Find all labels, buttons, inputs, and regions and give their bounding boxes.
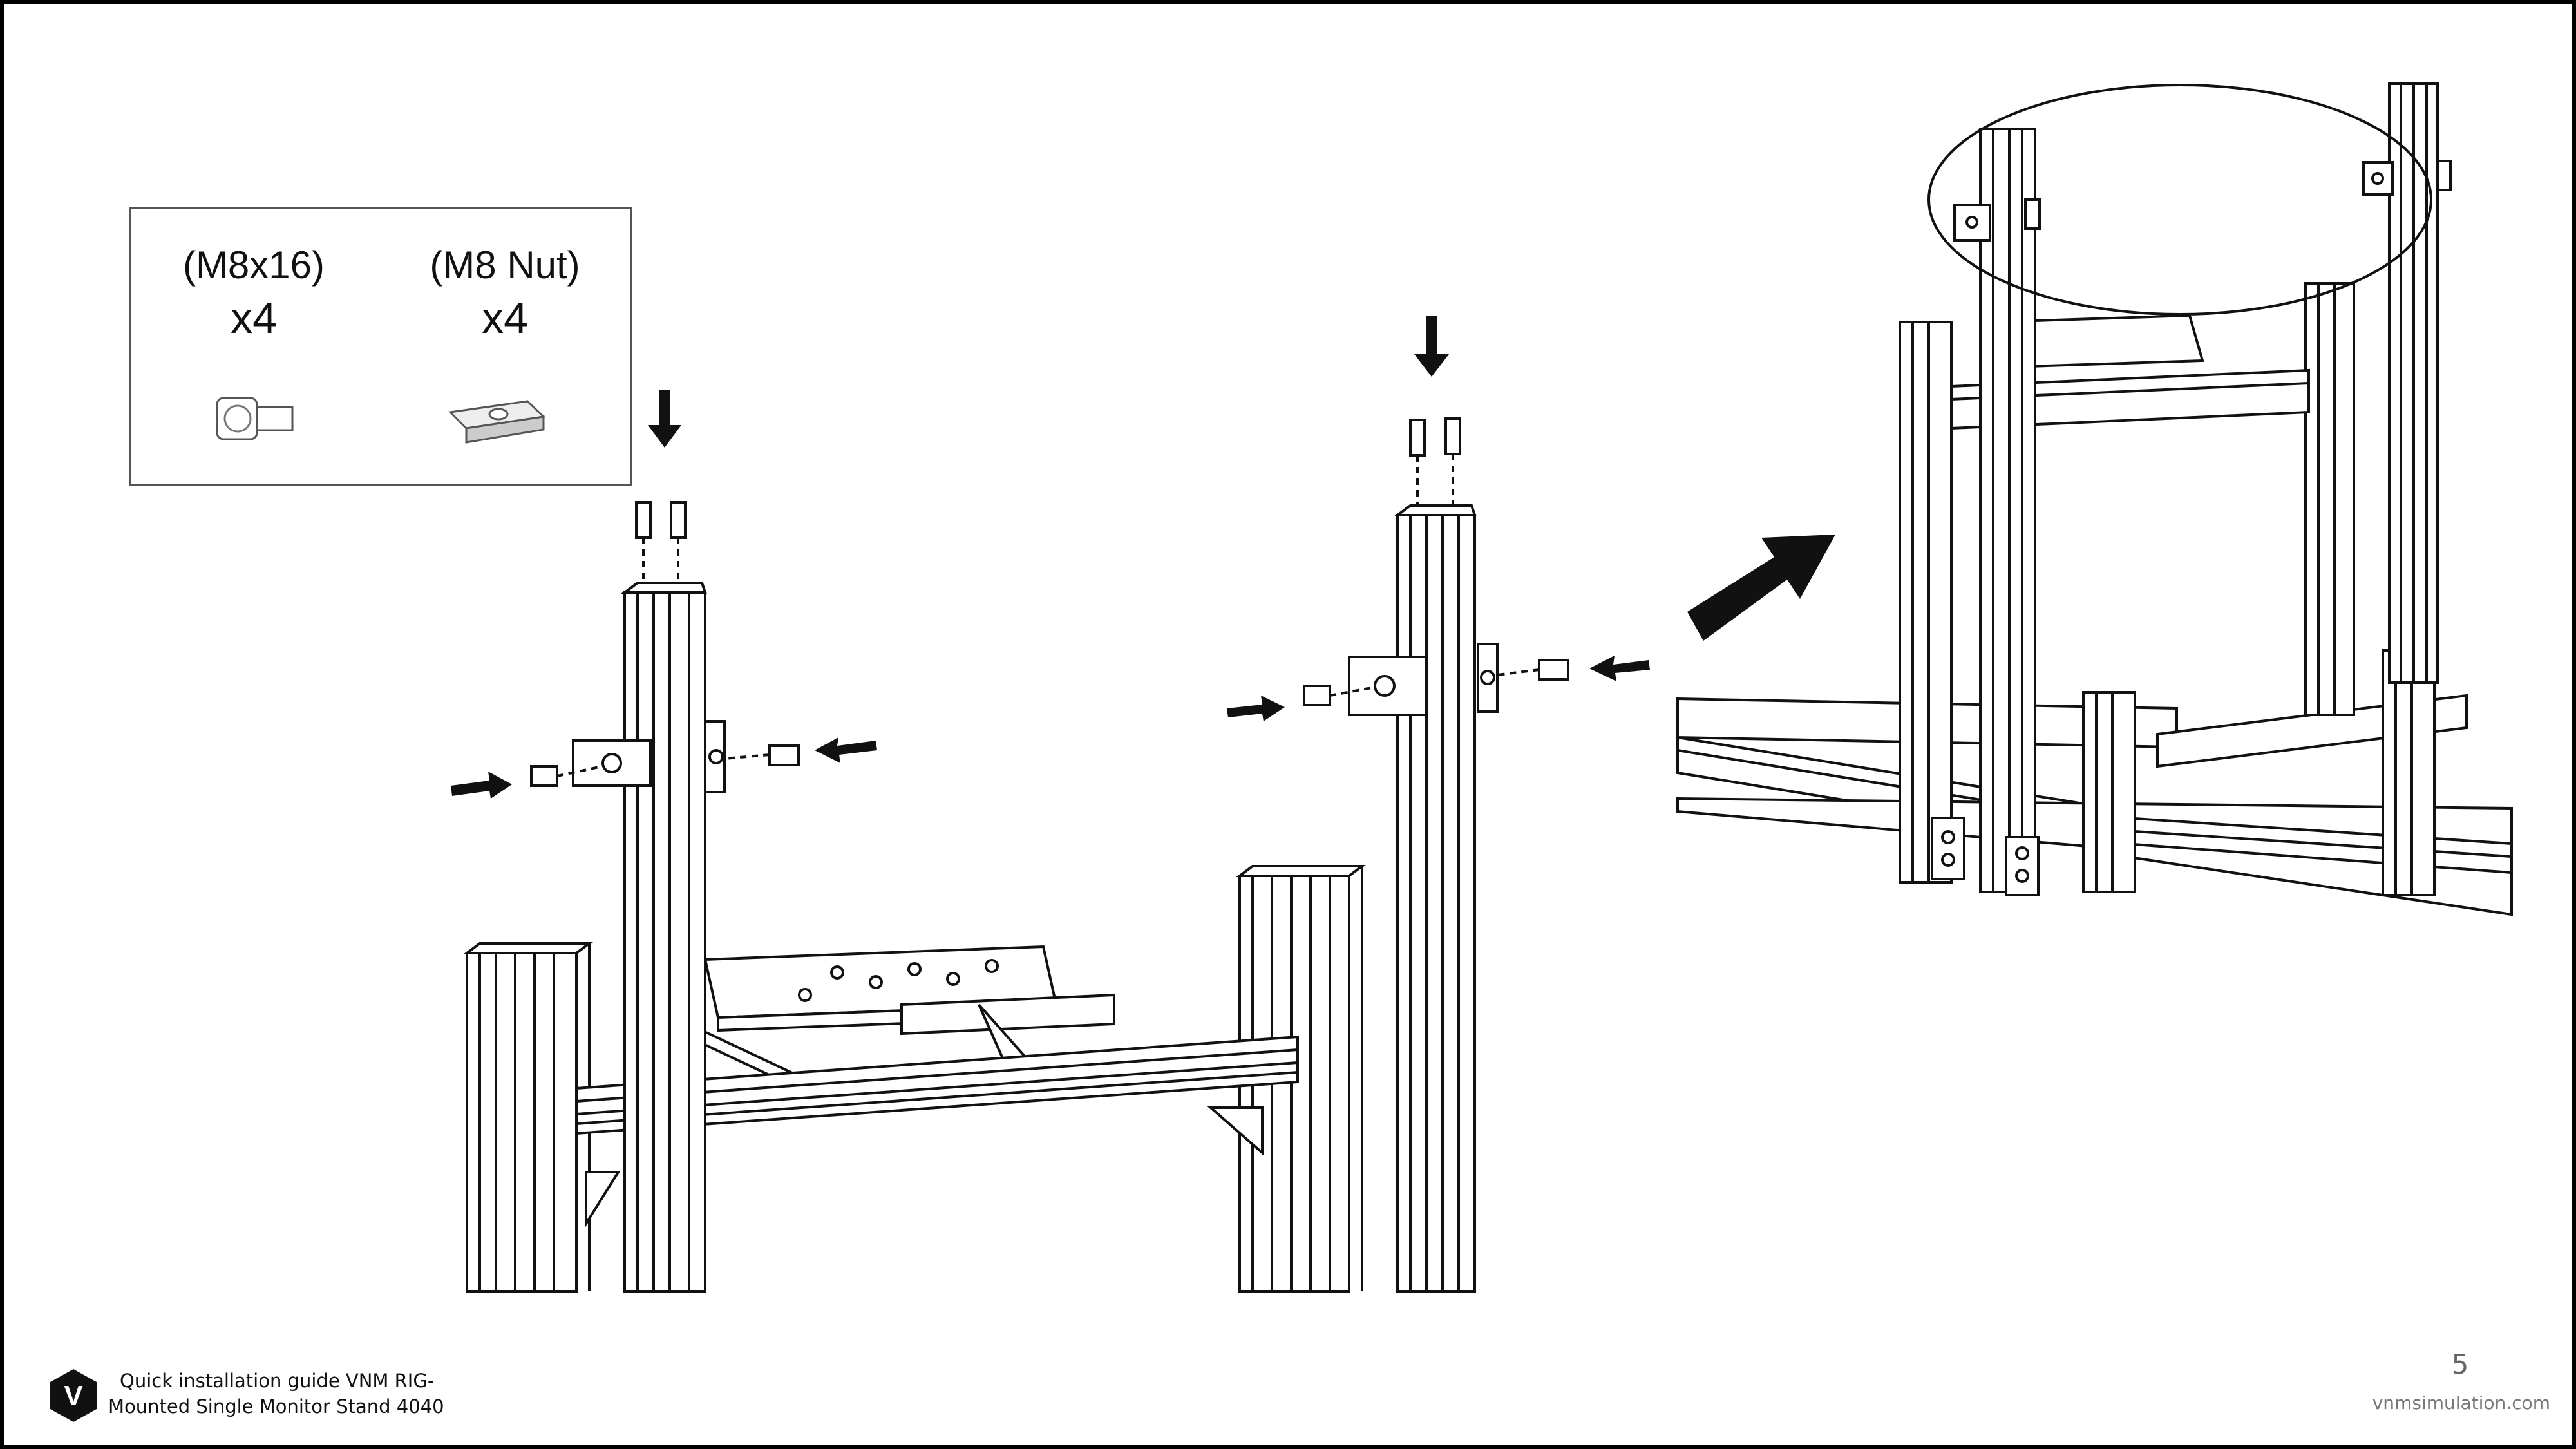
step3-tall-upright-left <box>1979 128 2036 893</box>
step3-assembly <box>1676 82 2513 916</box>
step1-assembly <box>463 501 1366 1293</box>
down-arrow <box>648 390 681 448</box>
guide-title-line2: Mounted Single Monitor Stand 4040 <box>108 1396 444 1417</box>
right-arrow <box>451 772 512 799</box>
right-arrow-2 <box>1227 696 1285 721</box>
parts-legend: (M8x16) x4 (M8 Nut) x4 <box>129 207 632 486</box>
part-name-screw: (M8x16) <box>182 243 325 287</box>
left-arrow-2 <box>1589 656 1650 681</box>
website-link[interactable]: vnmsimulation.com <box>2372 1392 2550 1414</box>
step1-cross-beam <box>575 1035 1299 1135</box>
part-qty-screw: x4 <box>231 294 277 343</box>
part-name-nut: (M8 Nut) <box>430 243 580 287</box>
step1-left-upright <box>463 942 593 1293</box>
highlight-ellipse <box>1927 84 2432 316</box>
guide-title: Quick installation guide VNM RIG- Mounte… <box>108 1368 507 1419</box>
next-step-arrow <box>1687 535 1835 641</box>
guide-title-line1: Quick installation guide VNM RIG- <box>120 1370 435 1392</box>
logo-letter: V <box>64 1380 83 1412</box>
left-arrow <box>815 737 877 763</box>
step3-tall-upright-right <box>2388 82 2439 684</box>
socket-head-screw-icon <box>216 397 294 440</box>
part-qty-nut: x4 <box>482 294 528 343</box>
down-arrow-2 <box>1414 316 1449 377</box>
step2-assembly <box>1303 417 1569 1293</box>
brand-logo-icon: V <box>50 1369 97 1422</box>
t-slot-nut-icon <box>448 400 546 444</box>
step1-main-upright <box>621 582 707 1293</box>
page-number: 5 <box>2451 1349 2469 1380</box>
